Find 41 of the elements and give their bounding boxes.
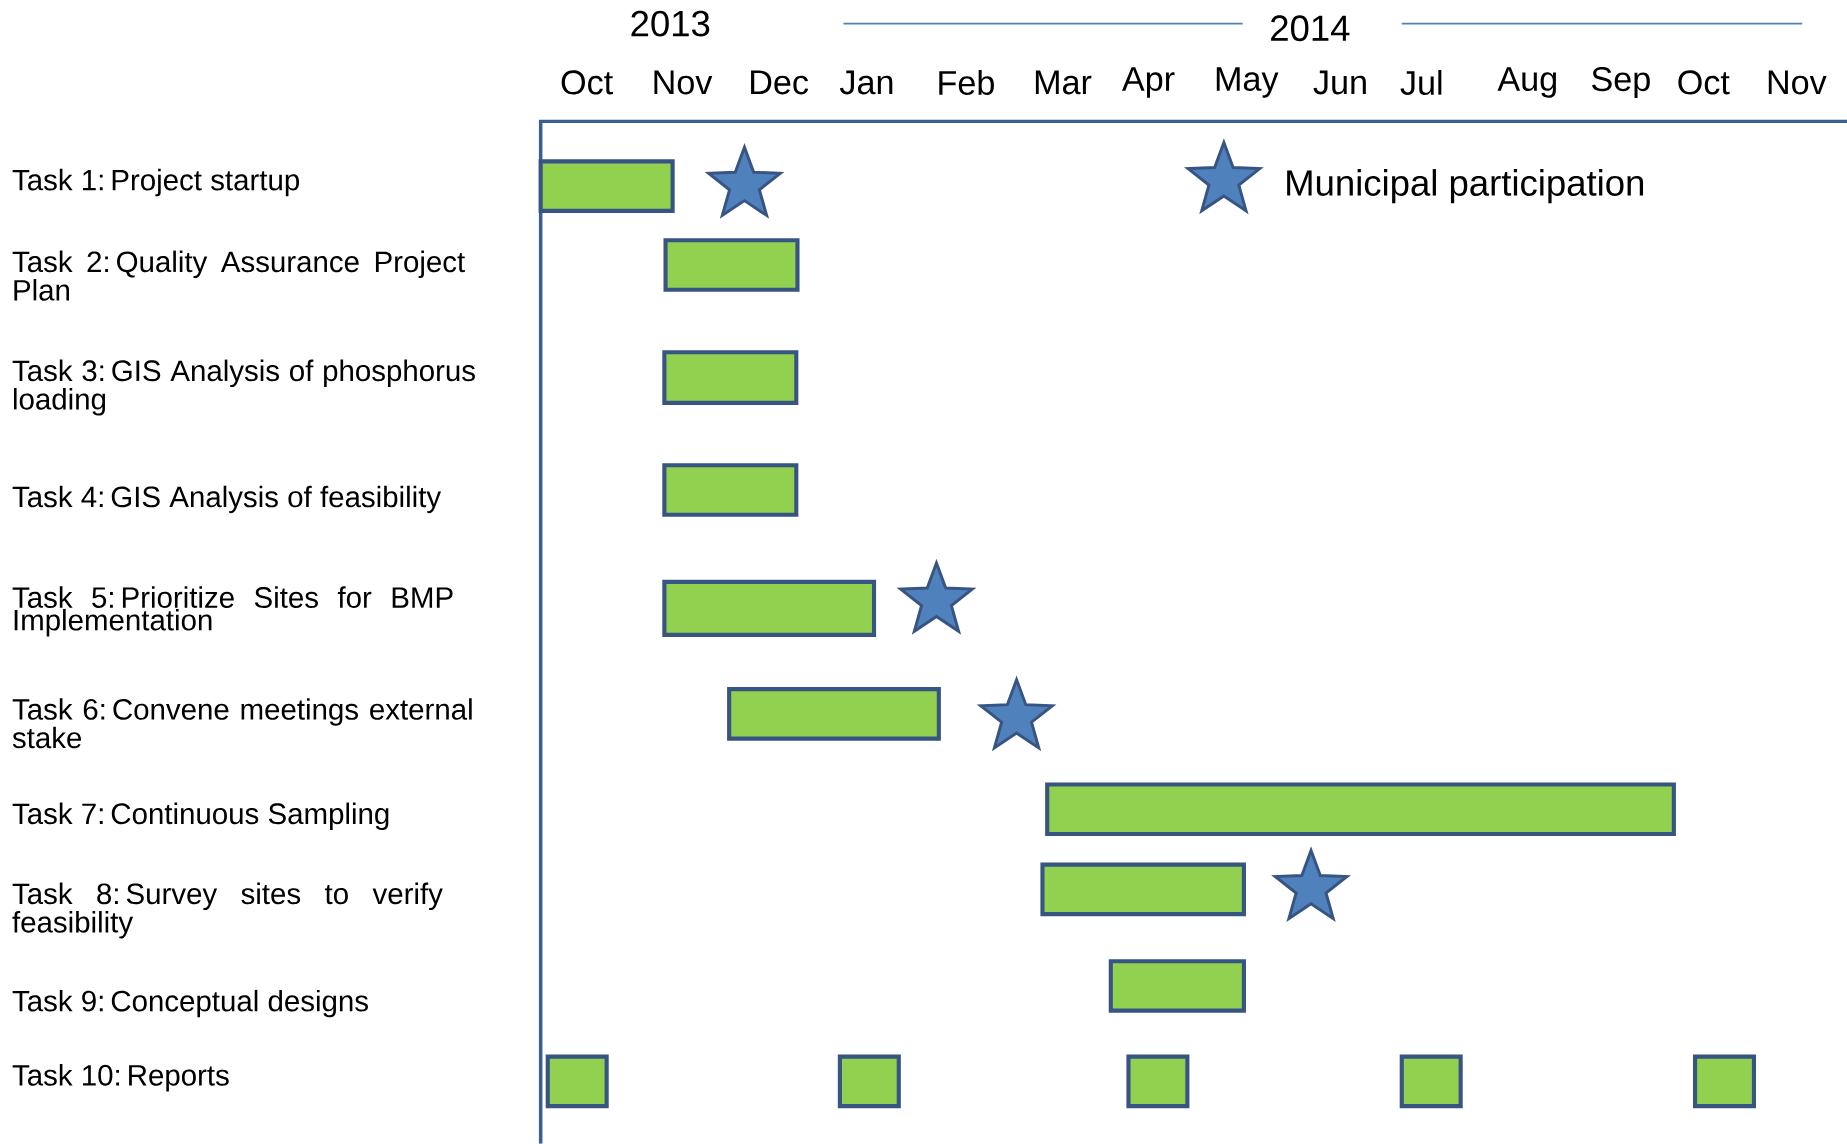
month-label: Feb — [939, 70, 994, 96]
task-label: Task 2: Quality Assurance Project Plan — [12, 250, 465, 301]
month-label: Aug — [1497, 67, 1556, 98]
month-label: Jul — [1400, 70, 1442, 96]
task-bar — [662, 579, 877, 638]
task-bar — [662, 463, 799, 517]
legend-label: Municipal participation — [1287, 169, 1643, 204]
task-bar — [538, 159, 675, 213]
task-bar — [837, 1054, 901, 1109]
month-label: Mar — [1035, 70, 1092, 95]
task-bar — [1108, 959, 1246, 1013]
month-label: May — [1216, 67, 1279, 98]
task-label: Task 3: GIS Analysis of phosphorus loading — [12, 359, 475, 416]
month-label: Nov — [1768, 70, 1827, 95]
task-bar — [1126, 1054, 1190, 1109]
month-label: Jun — [1313, 70, 1366, 95]
task-label: Task 5: Prioritize Sites for BMP Implementation — [12, 586, 453, 637]
task-bar — [545, 1054, 609, 1109]
year-label: 2013 — [631, 10, 710, 37]
task-bar — [1045, 782, 1676, 837]
task-label: Task 6: Convene meetings external stake — [12, 698, 472, 749]
month-label: Sep — [1592, 67, 1650, 99]
task-label: Task 9: Conceptual designs — [12, 990, 368, 1018]
task-bar — [727, 687, 941, 741]
task-label: Task 7: Continuous Sampling — [12, 802, 389, 831]
task-label: Task 10: Reports — [12, 1064, 229, 1092]
month-label: Oct — [561, 70, 613, 95]
task-bar — [1693, 1054, 1756, 1109]
month-label: Oct — [1678, 70, 1730, 95]
year-label: 2014 — [1271, 15, 1350, 42]
task-bar — [662, 350, 799, 406]
task-label: Task 8: Survey sites to verify feasibility — [12, 882, 443, 939]
task-label: Task 4: GIS Analysis of feasibility — [12, 485, 442, 514]
month-label: Nov — [654, 70, 713, 95]
month-label: Jan — [839, 70, 893, 95]
task-bar — [1399, 1054, 1463, 1109]
task-label: Task 1: Project startup — [12, 168, 299, 197]
month-label: Dec — [751, 70, 809, 95]
task-bar — [1040, 862, 1246, 917]
month-label: Apr — [1122, 67, 1175, 98]
task-bar — [663, 238, 800, 292]
